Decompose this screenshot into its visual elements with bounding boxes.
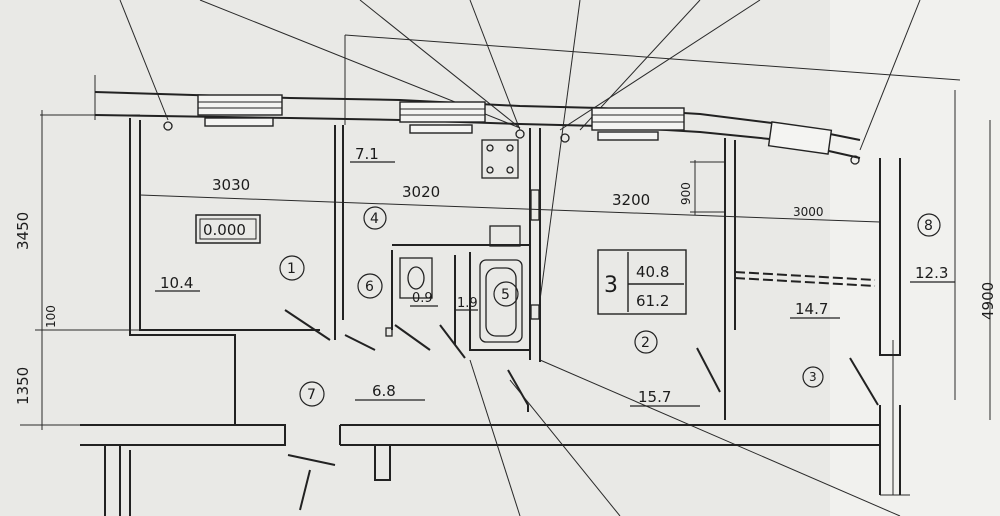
vent-shaft — [530, 189, 540, 221]
dim-room3-width: 3000 — [793, 205, 824, 219]
area-underlines — [155, 161, 955, 407]
room-6-number: 6 — [365, 279, 374, 295]
dim-room1-width: 3030 — [212, 176, 250, 194]
room-2-area: 15.7 — [638, 388, 671, 406]
room-1-area: 10.4 — [160, 274, 193, 292]
room-4-area: 7.1 — [355, 145, 379, 163]
construction-lines — [119, 0, 991, 516]
room-7-number: 7 — [307, 387, 316, 403]
paper-edge — [830, 0, 1000, 516]
window-mullions — [198, 101, 684, 123]
dim-room4-width: 3020 — [402, 183, 440, 201]
apartment-living-area: 40.8 — [636, 263, 669, 281]
riser-room1 — [163, 121, 173, 131]
room-3-number: 3 — [809, 370, 817, 384]
windows — [197, 94, 833, 155]
dim-window-depth: 900 — [679, 182, 693, 205]
window-room4 — [399, 101, 486, 123]
room-7-area: 6.8 — [372, 382, 396, 400]
level-mark-box — [195, 214, 261, 244]
riser-kitchen — [515, 129, 525, 139]
room-4-number: 4 — [370, 211, 379, 227]
window-room3 — [767, 121, 833, 155]
fixtures — [163, 121, 860, 343]
dim-left-height: 3450 — [14, 212, 32, 250]
level-mark: 0.000 — [203, 221, 246, 239]
window-sill-room4 — [409, 124, 473, 134]
window-room1 — [197, 94, 283, 116]
room-8-number: 8 — [924, 218, 933, 234]
room-8-area: 12.3 — [915, 264, 948, 282]
room-5-area: 1.9 — [457, 296, 478, 311]
room-5-number: 5 — [501, 287, 510, 303]
dim-right-height: 4900 — [979, 282, 997, 320]
riser-room2 — [560, 133, 570, 143]
dim-left-small: 100 — [44, 305, 58, 328]
room-3-area: 14.7 — [795, 300, 828, 318]
stove — [481, 139, 519, 179]
dim-room2-width: 3200 — [612, 191, 650, 209]
window-sill-room1 — [204, 117, 274, 127]
dim-left-height-lower: 1350 — [14, 367, 32, 405]
apartment-rooms-count: 3 — [604, 273, 618, 298]
riser-room3 — [850, 155, 860, 165]
toilet — [399, 257, 433, 299]
room-2-number: 2 — [641, 335, 650, 351]
room-markers — [279, 206, 941, 407]
window-sill-room2 — [597, 131, 659, 141]
room-1-number: 1 — [287, 261, 296, 277]
walls — [80, 91, 901, 516]
kitchen-sink — [489, 225, 521, 247]
apartment-summary-box — [597, 249, 687, 315]
apartment-total-area: 61.2 — [636, 292, 669, 310]
window-room2 — [591, 107, 685, 131]
room-6-area: 0.9 — [412, 291, 433, 306]
bathtub — [479, 259, 523, 343]
